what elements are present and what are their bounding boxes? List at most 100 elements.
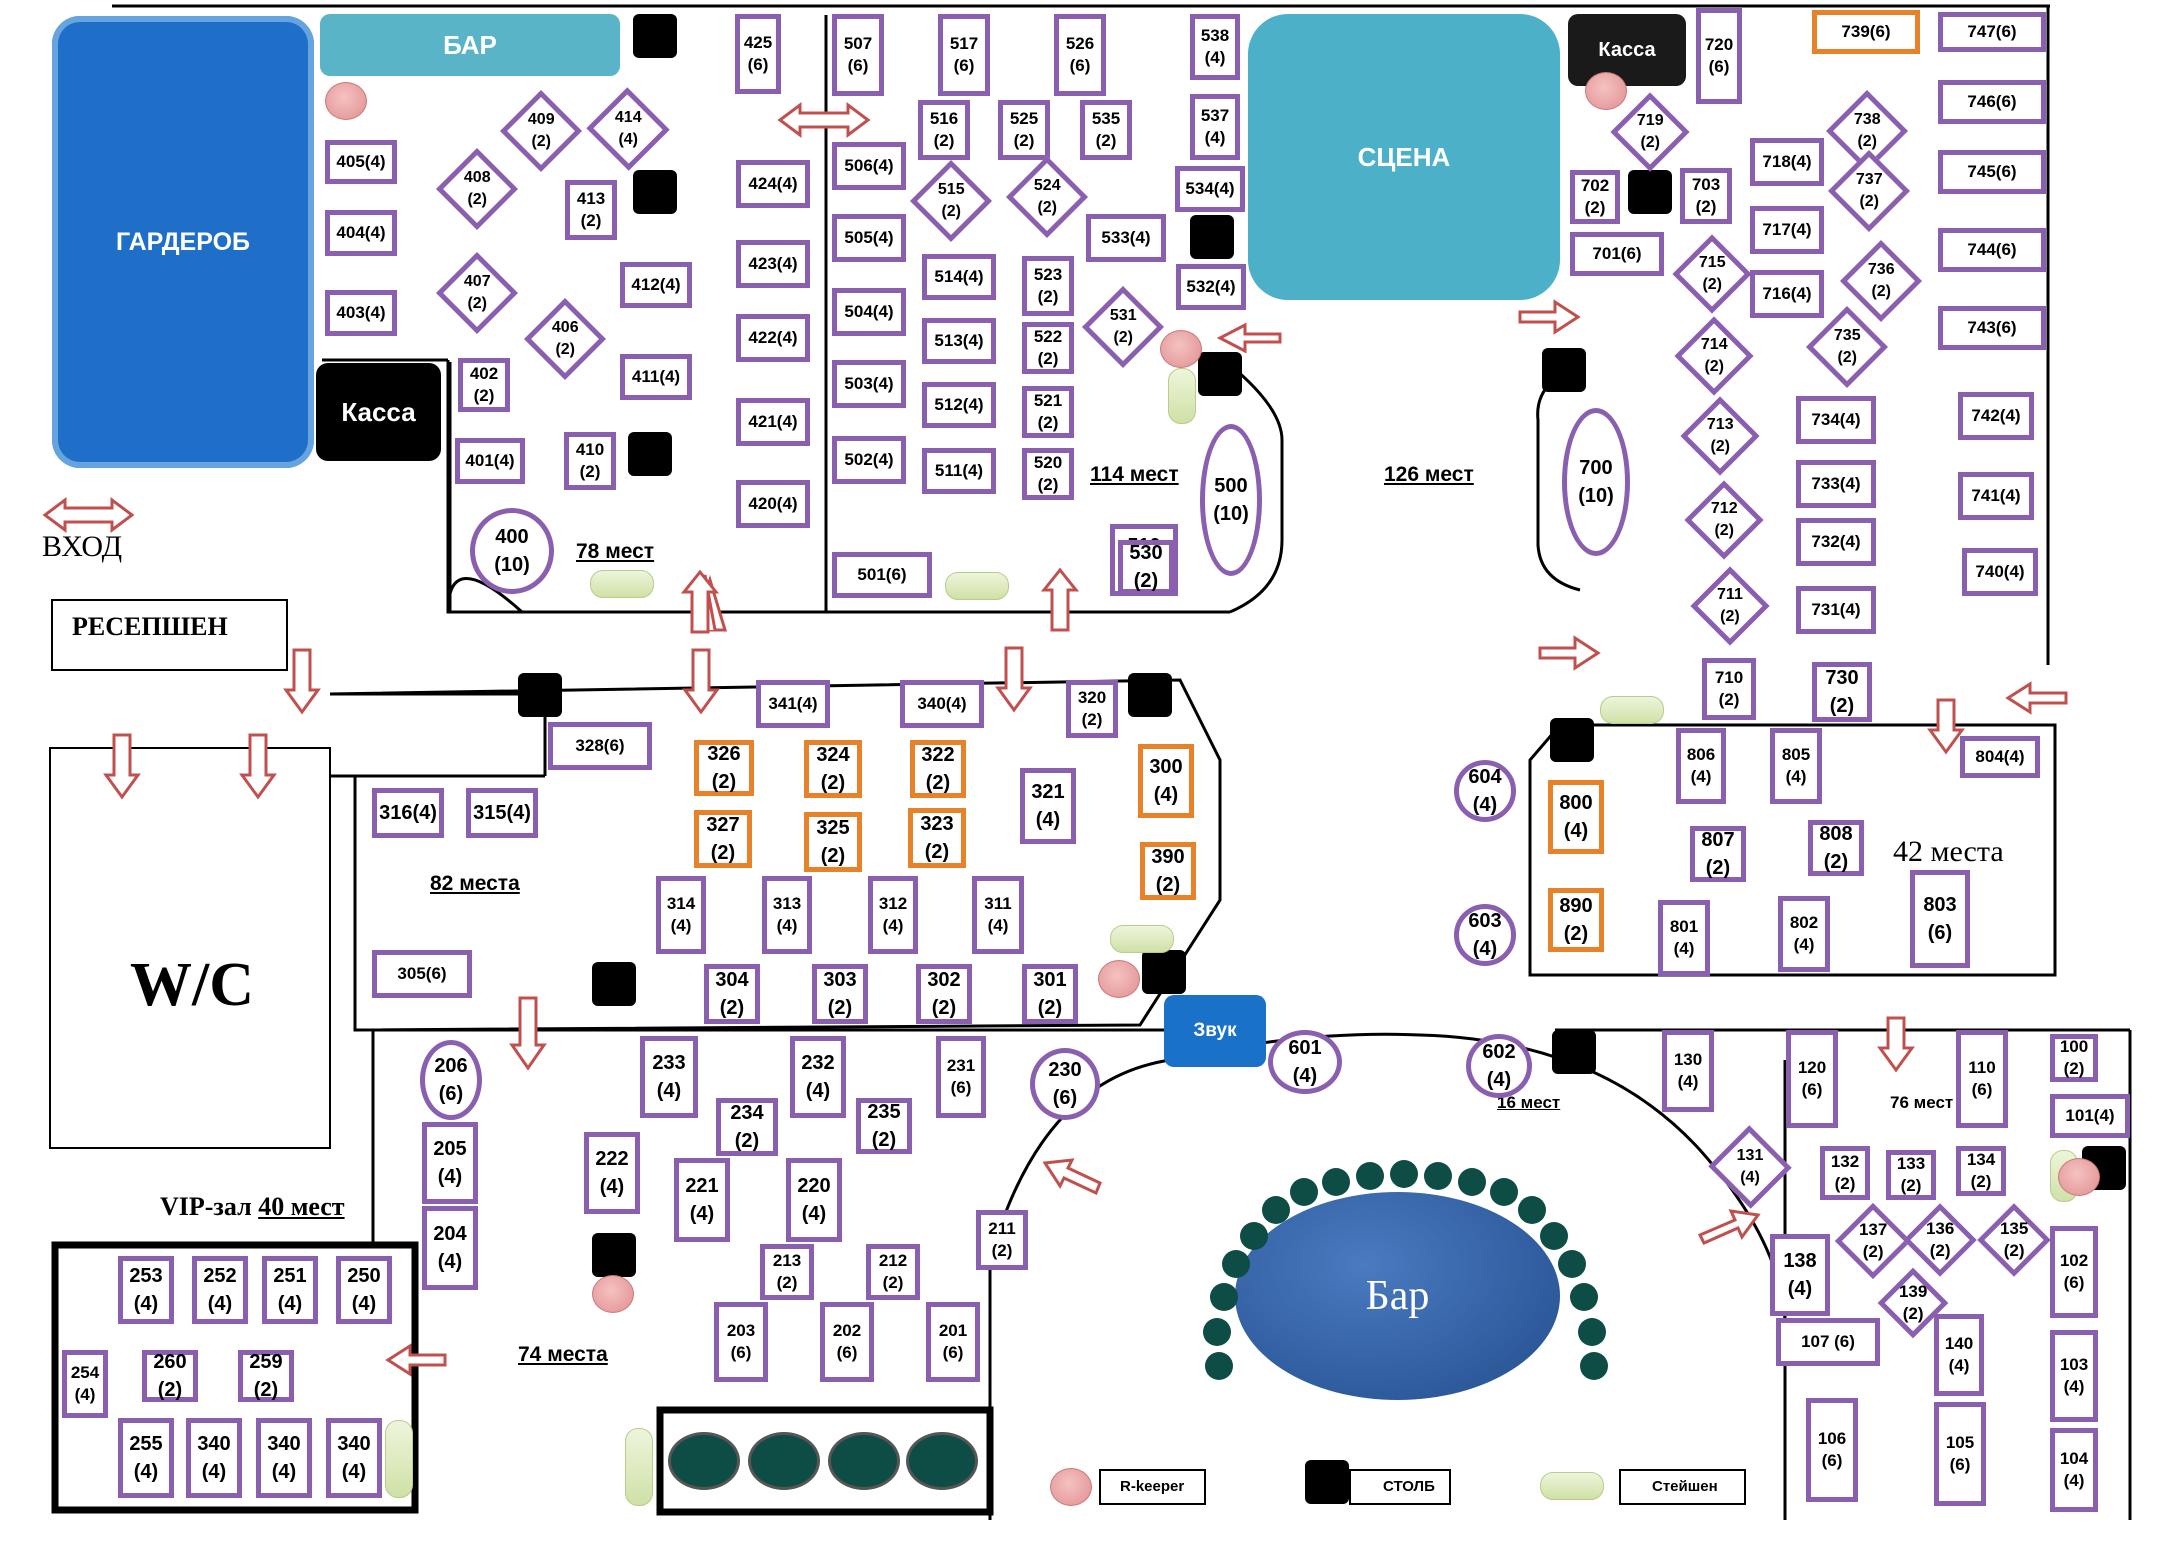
table[interactable]: 321 (4) [1020, 768, 1076, 844]
table[interactable]: 205 (4) [422, 1122, 478, 1204]
table[interactable]: 717(4) [1750, 206, 1824, 254]
table[interactable]: 134 (2) [1956, 1146, 2006, 1196]
table[interactable]: 720 (6) [1696, 8, 1742, 104]
table[interactable]: 533(4) [1086, 214, 1166, 262]
table[interactable]: 328(6) [548, 722, 652, 770]
table[interactable]: 703 (2) [1680, 168, 1732, 224]
table[interactable]: 301 (2) [1022, 964, 1078, 1024]
table[interactable]: 259 (2) [238, 1350, 294, 1402]
table[interactable]: 303 (2) [812, 964, 868, 1024]
table[interactable]: 340 (4) [186, 1418, 242, 1498]
table[interactable]: 808 (2) [1808, 820, 1864, 876]
table[interactable]: 500 (10) [1200, 424, 1262, 576]
table[interactable]: 716(4) [1750, 270, 1824, 318]
table[interactable]: 532(4) [1176, 264, 1246, 310]
table[interactable]: 803 (6) [1910, 870, 1970, 968]
table[interactable]: 405(4) [325, 140, 397, 184]
table[interactable]: 805 (4) [1770, 728, 1822, 804]
table[interactable]: 340 (4) [256, 1418, 312, 1498]
table[interactable]: 311 (4) [972, 876, 1024, 954]
table[interactable]: 231 (6) [936, 1036, 986, 1118]
table[interactable]: 603 (4) [1454, 904, 1516, 966]
table[interactable]: 744(6) [1938, 228, 2046, 272]
table[interactable]: 302 (2) [916, 964, 972, 1024]
table[interactable]: 740(4) [1962, 548, 2038, 596]
table[interactable]: 390 (2) [1140, 842, 1196, 900]
table[interactable]: 401(4) [455, 438, 525, 484]
table[interactable]: 230 (6) [1030, 1048, 1100, 1120]
table[interactable]: 316(4) [372, 788, 444, 838]
table[interactable]: 504(4) [832, 288, 906, 336]
table[interactable]: 250 (4) [336, 1256, 392, 1324]
table[interactable]: 700 (10) [1562, 408, 1630, 556]
table[interactable]: 203 (6) [714, 1302, 768, 1382]
table[interactable]: 523 (2) [1022, 256, 1074, 316]
table[interactable]: 234 (2) [716, 1098, 778, 1156]
table[interactable]: 745(6) [1938, 150, 2046, 194]
table[interactable]: 413 (2) [565, 180, 617, 240]
table[interactable]: 110 (6) [1956, 1030, 2008, 1128]
table[interactable]: 340 (4) [326, 1418, 382, 1498]
table[interactable]: 133 (2) [1886, 1150, 1936, 1200]
table[interactable]: 741(4) [1958, 472, 2034, 520]
table[interactable]: 534(4) [1175, 166, 1245, 212]
table[interactable]: 421(4) [736, 398, 810, 446]
table[interactable]: 538 (4) [1190, 14, 1240, 80]
table[interactable]: 411(4) [620, 354, 692, 400]
table[interactable]: 710 (2) [1702, 658, 1756, 720]
table[interactable]: 517 (6) [938, 14, 990, 96]
table[interactable]: 402 (2) [458, 358, 510, 412]
table[interactable]: 732(4) [1796, 518, 1876, 566]
table[interactable]: 731(4) [1796, 586, 1876, 634]
table[interactable]: 202 (6) [820, 1302, 874, 1382]
table[interactable]: 300 (4) [1138, 744, 1194, 818]
table[interactable]: 503(4) [832, 360, 906, 408]
table[interactable]: 604 (4) [1454, 760, 1516, 822]
table[interactable]: 120 (6) [1786, 1030, 1838, 1128]
table[interactable]: 701(6) [1570, 232, 1664, 276]
table[interactable]: 404(4) [325, 210, 397, 256]
table[interactable]: 525 (2) [998, 100, 1050, 160]
table[interactable]: 522 (2) [1022, 322, 1074, 374]
table[interactable]: 323 (2) [908, 808, 966, 868]
table[interactable]: 204 (4) [422, 1206, 478, 1290]
table[interactable]: 424(4) [736, 160, 810, 208]
table[interactable]: 103 (4) [2050, 1330, 2098, 1422]
table[interactable]: 107 (6) [1776, 1318, 1880, 1366]
table[interactable]: 211 (2) [976, 1210, 1028, 1270]
table[interactable]: 502(4) [832, 436, 906, 484]
table[interactable]: 105 (6) [1934, 1402, 1986, 1506]
table[interactable]: 412(4) [620, 262, 692, 308]
table[interactable]: 232 (4) [790, 1036, 846, 1118]
table[interactable]: 102 (6) [2050, 1226, 2098, 1318]
table[interactable]: 325 (2) [804, 812, 862, 872]
table[interactable]: 802 (4) [1778, 896, 1830, 972]
table[interactable]: 106 (6) [1806, 1398, 1858, 1502]
table[interactable]: 312 (4) [868, 876, 918, 954]
table[interactable]: 220 (4) [786, 1158, 842, 1242]
table[interactable]: 511(4) [922, 448, 996, 494]
table[interactable]: 255 (4) [118, 1418, 174, 1498]
table[interactable]: 420(4) [736, 480, 810, 528]
table[interactable]: 132 (2) [1820, 1146, 1870, 1200]
table[interactable]: 804(4) [1960, 736, 2040, 778]
table[interactable]: 212 (2) [866, 1244, 920, 1300]
table[interactable]: 315(4) [466, 788, 538, 838]
table[interactable]: 501(6) [832, 552, 932, 598]
table[interactable]: 743(6) [1938, 306, 2046, 350]
table[interactable]: 513(4) [922, 318, 996, 364]
table[interactable]: 601 (4) [1268, 1030, 1342, 1094]
table[interactable]: 340(4) [900, 680, 984, 728]
table[interactable]: 305(6) [372, 950, 472, 998]
table[interactable]: 327 (2) [694, 810, 752, 868]
table[interactable]: 104 (4) [2050, 1428, 2098, 1512]
table[interactable]: 341(4) [756, 680, 830, 728]
table[interactable]: 746(6) [1938, 80, 2046, 124]
table[interactable]: 423(4) [736, 240, 810, 288]
table[interactable]: 516 (2) [918, 100, 970, 160]
table[interactable]: 718(4) [1750, 138, 1824, 186]
table[interactable]: 702 (2) [1570, 170, 1620, 224]
table[interactable]: 324 (2) [804, 740, 862, 798]
table[interactable]: 260 (2) [142, 1350, 198, 1402]
table[interactable]: 733(4) [1796, 460, 1876, 508]
